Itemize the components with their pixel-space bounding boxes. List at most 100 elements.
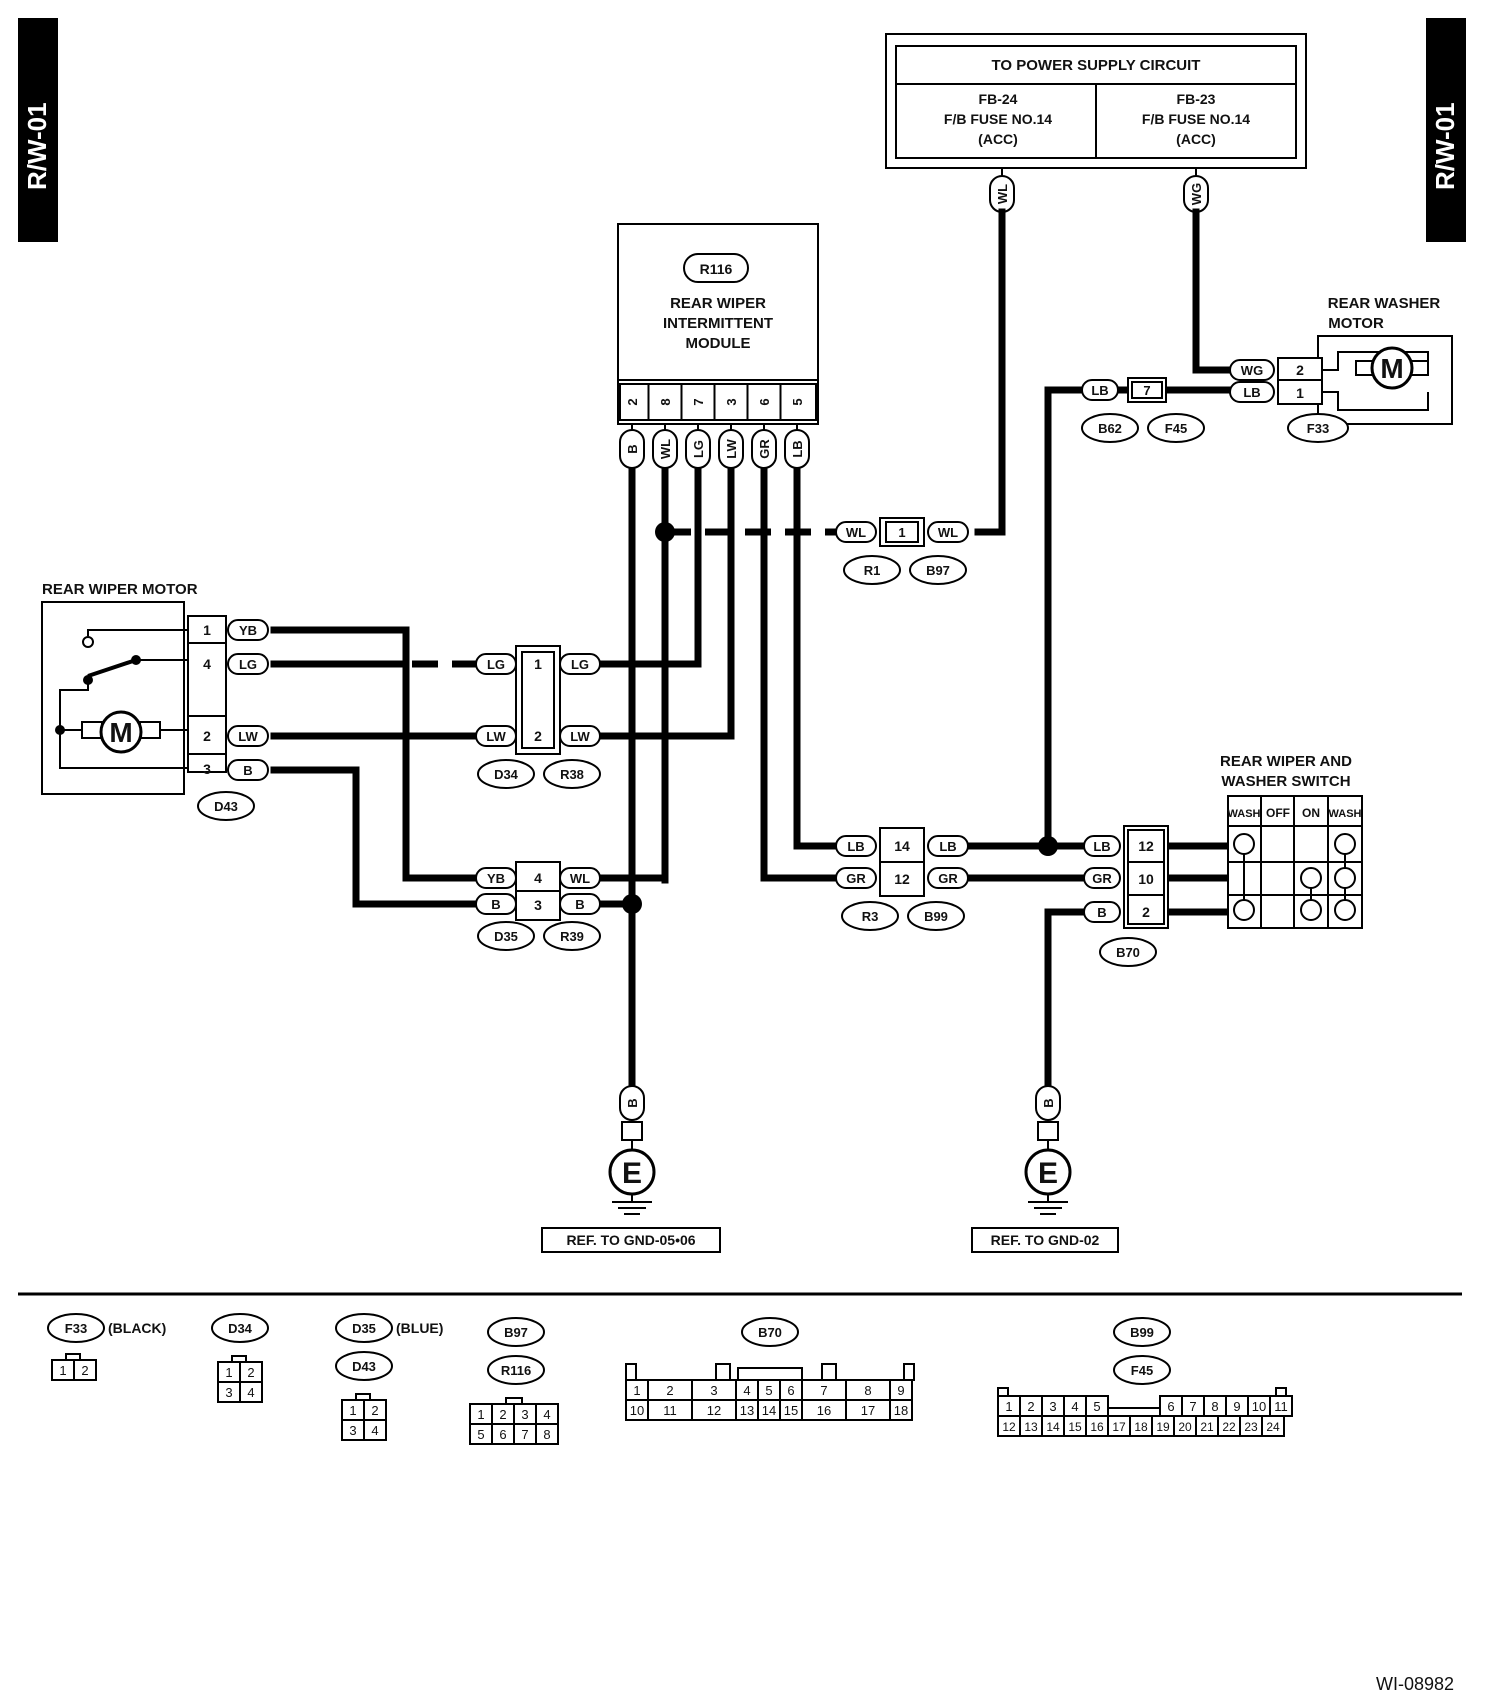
svg-text:WL: WL — [570, 871, 590, 886]
page-code-left: R/W-01 — [22, 102, 52, 190]
svg-text:B: B — [1097, 905, 1106, 920]
legend-pin: 2 — [666, 1383, 673, 1398]
legend-pin: 7 — [1189, 1399, 1196, 1414]
wiper-conn-id: D43 — [214, 799, 238, 814]
svg-text:B: B — [243, 763, 252, 778]
legend-pin: 15 — [784, 1403, 798, 1418]
svg-text:F45: F45 — [1165, 421, 1187, 436]
legend-pin: 3 — [225, 1385, 232, 1400]
svg-text:E: E — [622, 1157, 642, 1190]
legend-pin: 16 — [817, 1403, 831, 1418]
legend-pin: 4 — [743, 1383, 750, 1398]
switch-conn-id: B70 — [1116, 945, 1140, 960]
washer-conn-id: F33 — [1307, 421, 1329, 436]
page-code-right: R/W-01 — [1430, 102, 1460, 190]
svg-text:10: 10 — [1138, 871, 1154, 887]
svg-text:LB: LB — [1091, 383, 1108, 398]
svg-text:3: 3 — [203, 761, 211, 777]
legend-pin: 7 — [820, 1383, 827, 1398]
svg-text:R38: R38 — [560, 767, 584, 782]
junction-b62: LB 7 B62 F45 — [1081, 377, 1205, 443]
legend-pin: 1 — [349, 1403, 356, 1418]
legend-pin: 8 — [1211, 1399, 1218, 1414]
svg-text:12: 12 — [1138, 838, 1154, 854]
svg-text:WL: WL — [995, 184, 1010, 204]
svg-text:7: 7 — [1143, 383, 1150, 398]
legend-pin: 4 — [371, 1423, 378, 1438]
module-wire-GR: GR — [757, 439, 772, 459]
legend-pin: 20 — [1178, 1420, 1192, 1434]
module-wire-pill — [652, 429, 678, 469]
svg-text:LB: LB — [847, 839, 864, 854]
svg-text:F33: F33 — [65, 1321, 87, 1336]
legend-pin: 14 — [762, 1403, 776, 1418]
module-pin-7: 7 — [691, 398, 706, 405]
svg-text:1: 1 — [534, 656, 542, 672]
legend-pin: 5 — [1093, 1399, 1100, 1414]
legend-pin: 15 — [1068, 1420, 1082, 1434]
svg-text:YB: YB — [487, 871, 505, 886]
legend-pin: 5 — [765, 1383, 772, 1398]
wiper-motor-symbol — [99, 710, 143, 754]
svg-text:D35: D35 — [494, 929, 518, 944]
svg-text:1: 1 — [203, 622, 211, 638]
switch-name-1: REAR WIPER AND — [1220, 753, 1352, 770]
legend-pin: 17 — [861, 1403, 875, 1418]
svg-text:LW: LW — [238, 729, 258, 744]
power-left-line1: FB-24 — [979, 91, 1018, 107]
svg-text:GR: GR — [846, 871, 866, 886]
module-wire-pill — [751, 429, 777, 469]
module-name-3: MODULE — [686, 335, 751, 352]
junction-d34: LG LW 1 2 LG LW D34 R38 — [475, 645, 601, 789]
legend-pin: 3 — [349, 1423, 356, 1438]
svg-text:2: 2 — [203, 728, 211, 744]
legend-pin: 11 — [663, 1403, 677, 1418]
power-wire-wl: WL — [989, 168, 1015, 213]
svg-text:D43: D43 — [352, 1359, 376, 1374]
switch-col-on: ON — [1302, 806, 1320, 820]
svg-text:R3: R3 — [862, 909, 879, 924]
module-pin-3: 3 — [724, 398, 739, 405]
svg-text:B: B — [575, 897, 584, 912]
legend-pin: 10 — [1252, 1399, 1266, 1414]
module-wire-pill — [619, 429, 645, 469]
module-pin-5: 5 — [790, 398, 805, 405]
junction-d35: YB B 4 3 WL B D35 R39 — [475, 861, 601, 951]
svg-text:2: 2 — [1142, 904, 1150, 920]
module-wire-LB: LB — [790, 440, 805, 457]
legend-pin: 8 — [543, 1427, 550, 1442]
module-pin-8: 8 — [658, 398, 673, 405]
legend-pin: 13 — [1024, 1420, 1038, 1434]
legend-pin: 8 — [864, 1383, 871, 1398]
wires — [270, 208, 1234, 1090]
module-wire-LW: LW — [724, 439, 739, 459]
svg-text:LG: LG — [487, 657, 505, 672]
svg-text:WL: WL — [846, 525, 866, 540]
page-tab-right: R/W-01 — [1426, 18, 1466, 242]
svg-text:LW: LW — [570, 729, 590, 744]
legend-pin: 18 — [894, 1403, 908, 1418]
legend-pin: 5 — [477, 1427, 484, 1442]
svg-text:B62: B62 — [1098, 421, 1122, 436]
legend-pin: 1 — [1005, 1399, 1012, 1414]
svg-text:LW: LW — [486, 729, 506, 744]
svg-text:B: B — [625, 1098, 640, 1107]
legend-pin: 1 — [59, 1363, 66, 1378]
svg-text:D34: D34 — [228, 1321, 253, 1336]
junction-r3: LB GR 14 12 LB GR R3 B99 — [835, 827, 969, 931]
module-name-1: REAR WIPER — [670, 295, 766, 312]
svg-text:B99: B99 — [924, 909, 948, 924]
power-wire-wg: WG — [1183, 168, 1209, 213]
legend-pin: 10 — [630, 1403, 644, 1418]
washer-motor-name-2: MOTOR — [1328, 315, 1384, 332]
svg-text:(BLACK): (BLACK) — [108, 1320, 166, 1336]
power-left-line2: F/B FUSE NO.14 — [944, 111, 1052, 127]
switch-col-off: OFF — [1266, 806, 1290, 820]
module-wire-pill — [685, 429, 711, 469]
switch-col-wash1: WASH — [1228, 808, 1261, 820]
svg-text:LB: LB — [939, 839, 956, 854]
legend-pin: 9 — [1233, 1399, 1240, 1414]
legend-pin: 4 — [247, 1385, 254, 1400]
